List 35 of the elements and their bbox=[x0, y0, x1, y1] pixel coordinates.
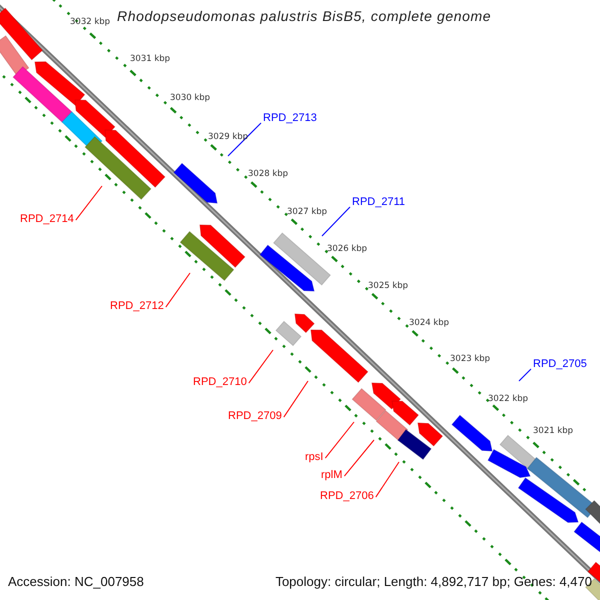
gene-label: RPD_2712 bbox=[110, 301, 164, 312]
gene-label: rpsI bbox=[305, 452, 324, 463]
scale-label: 3029 kbp bbox=[208, 133, 248, 142]
leader-line bbox=[75, 186, 102, 221]
leader-line bbox=[165, 272, 190, 308]
leader-line bbox=[375, 462, 400, 498]
genome-info-text: Topology: circular; Length: 4,892,717 bp; Genes: 4,470 bbox=[275, 575, 592, 588]
gene-label: RPD_2711 bbox=[352, 197, 405, 208]
leader-line bbox=[324, 422, 354, 459]
leader-line bbox=[248, 350, 274, 384]
scale-label: 3024 kbp bbox=[409, 319, 450, 328]
leader-line bbox=[228, 122, 262, 156]
scale-label: 3032 kbp bbox=[70, 18, 110, 26]
gene-label: RPD_2709 bbox=[228, 411, 282, 422]
scale-label: 3028 kbp bbox=[248, 170, 288, 178]
scale-label: 3031 kbp bbox=[130, 55, 170, 64]
gene-label: rplM bbox=[321, 470, 342, 481]
gene-label: RPD_2706 bbox=[320, 491, 374, 502]
leader-line bbox=[283, 380, 308, 418]
accession-text: Accession: NC_007958 bbox=[8, 575, 144, 588]
scale-label: 3023 kbp bbox=[450, 355, 490, 364]
map-title: Rhodopseudomonas palustris BisB5, complete genome bbox=[117, 9, 492, 23]
gene-label: RPD_2705 bbox=[533, 359, 587, 370]
gene-label: RPD_2710 bbox=[193, 377, 247, 388]
leader-line bbox=[344, 440, 374, 477]
scale-label: 3030 kbp bbox=[170, 94, 210, 102]
scale-label: 3025 kbp bbox=[368, 282, 408, 290]
leader-line bbox=[322, 206, 350, 236]
scale-label: 3021 kbp bbox=[533, 427, 574, 436]
scale-label: 3027 kbp bbox=[287, 208, 328, 216]
scale-label: 3026 kbp bbox=[327, 245, 368, 254]
gene-label: RPD_2713 bbox=[263, 113, 317, 124]
leader-line bbox=[518, 368, 532, 382]
scale-label: 3022 kbp bbox=[488, 395, 528, 404]
gene-label: RPD_2714 bbox=[20, 214, 74, 225]
